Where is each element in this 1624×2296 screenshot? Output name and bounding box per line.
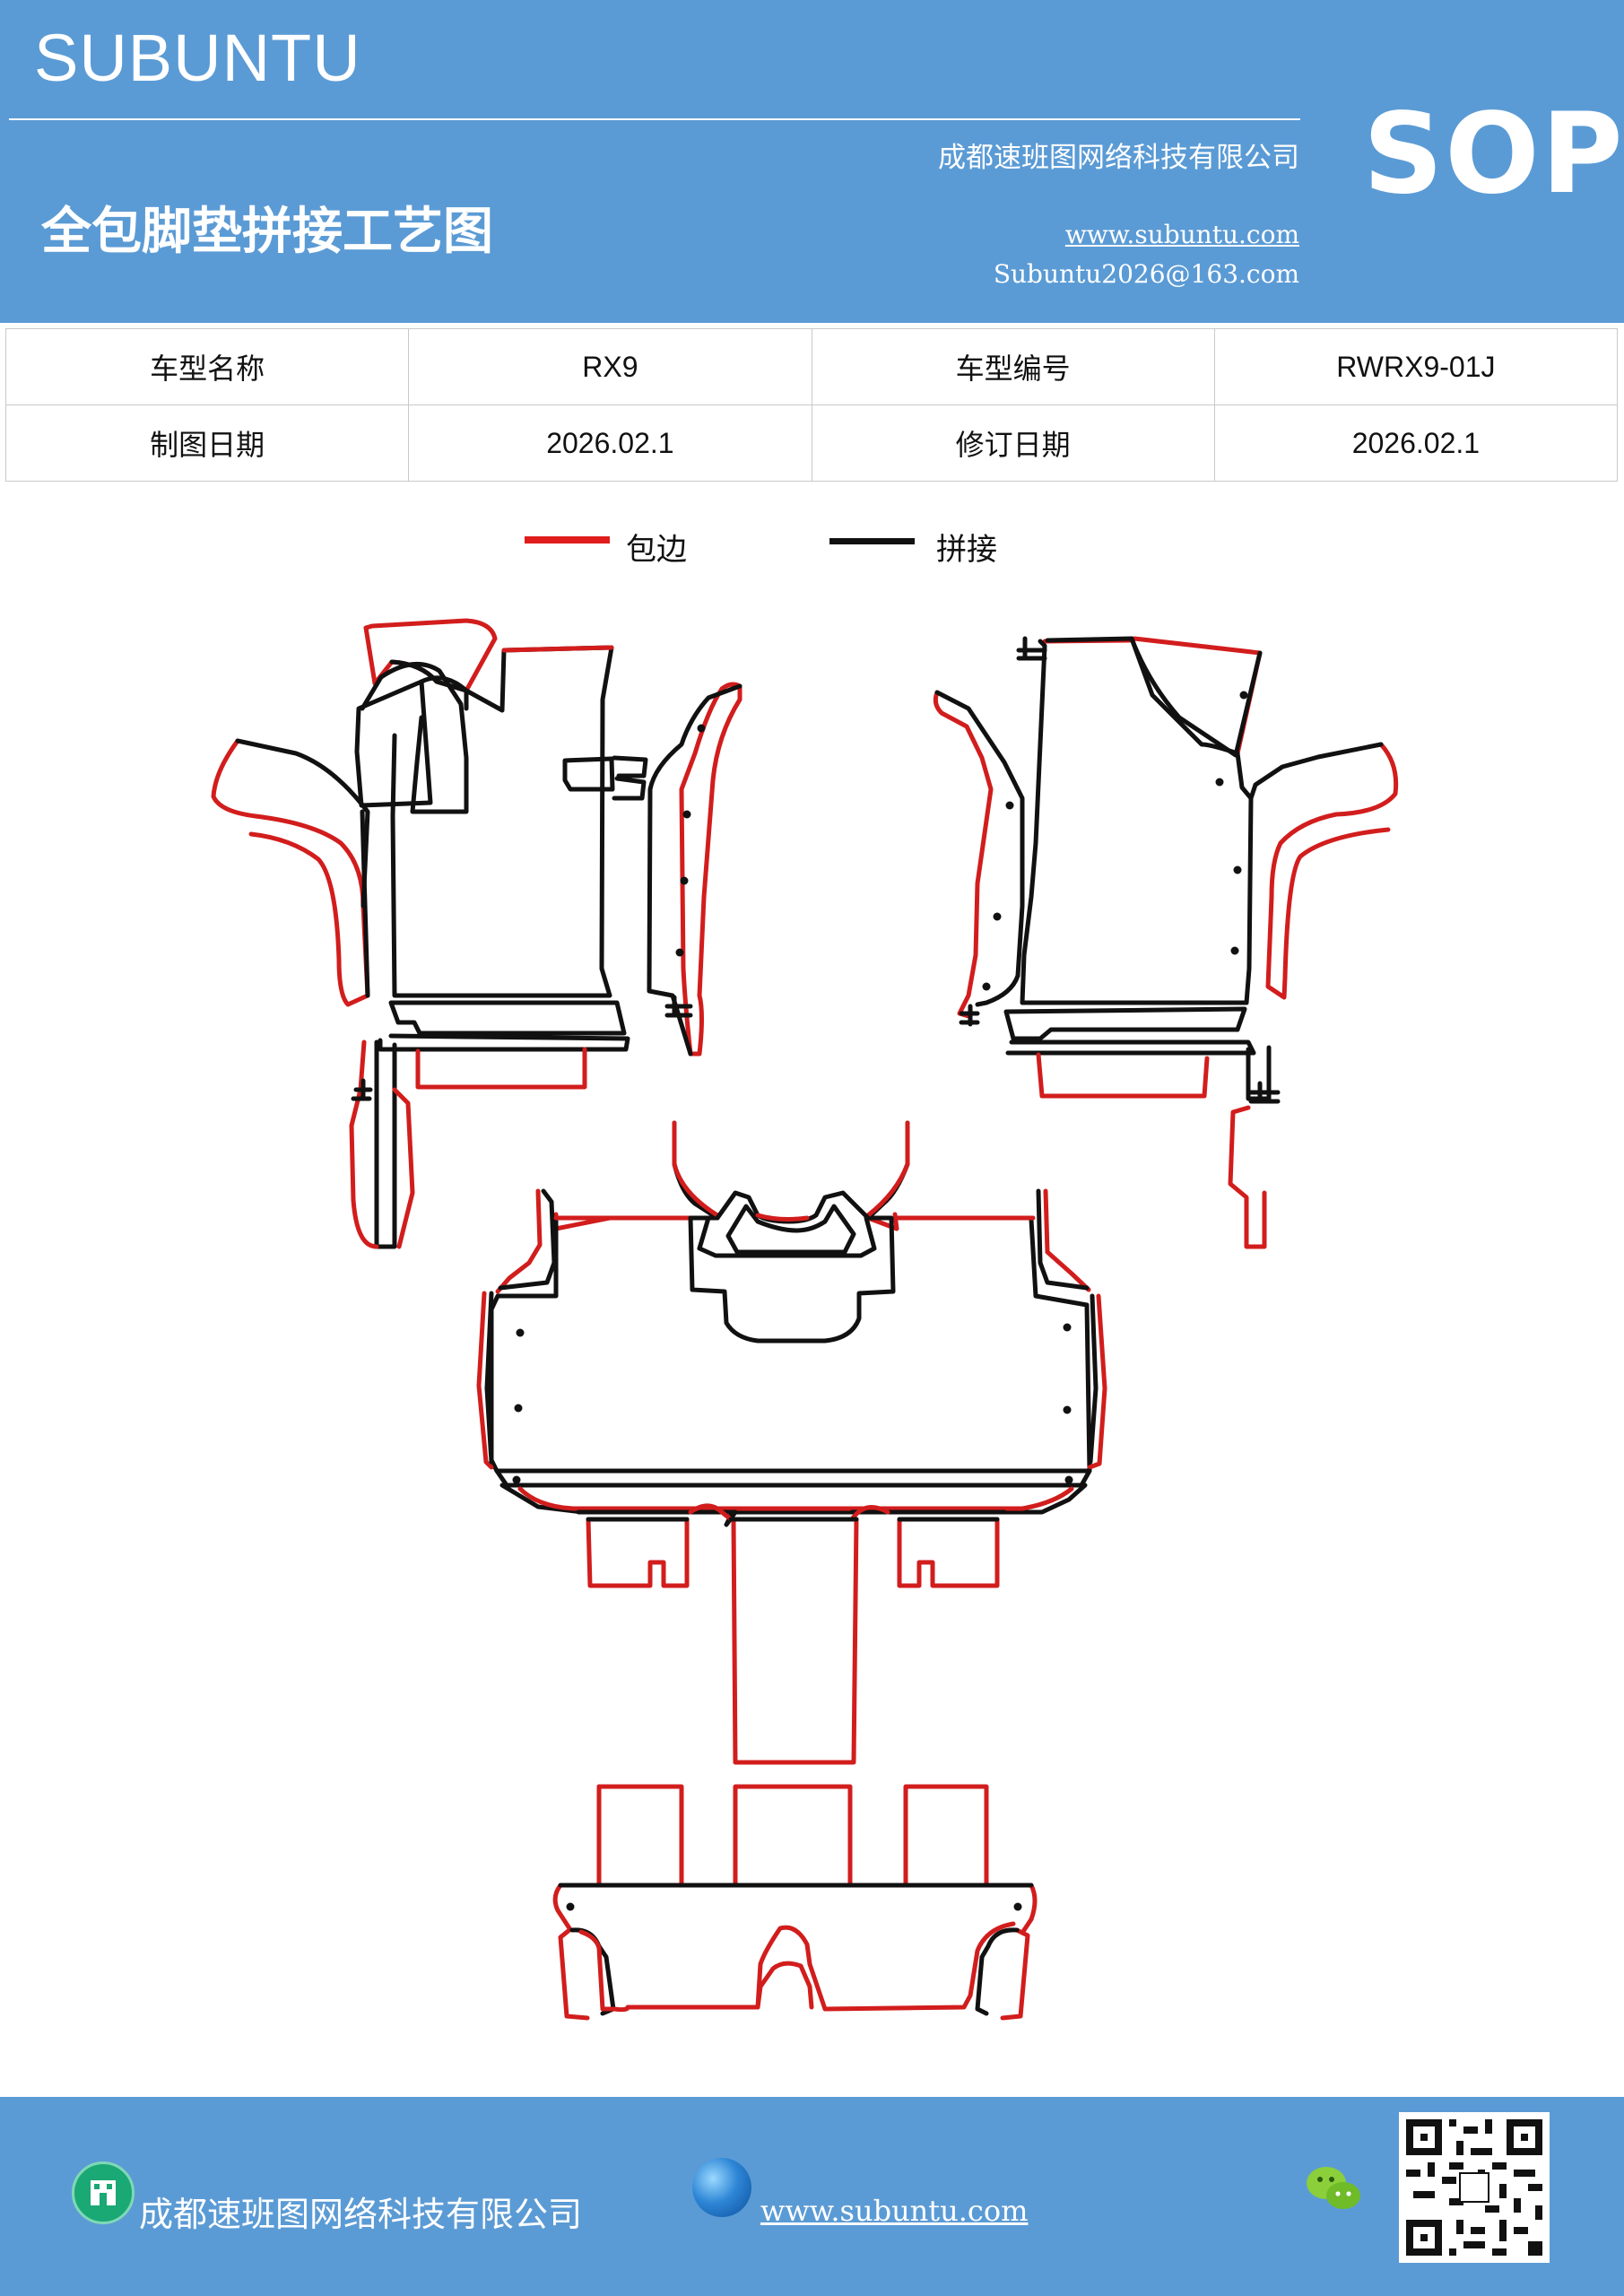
footer-website-link[interactable]: www.subuntu.com <box>760 2194 1029 2228</box>
header-divider <box>9 118 1300 120</box>
wechat-icon[interactable] <box>1302 2160 1365 2217</box>
legend-join-swatch <box>829 538 915 544</box>
model-name-value: RX9 <box>408 328 812 405</box>
email-address: Subuntu2026@163.com <box>993 259 1299 289</box>
table-row: 车型名称 RX9 车型编号 RWRX9-01J <box>4 328 1619 405</box>
brand-logo-text: SUBUNTU <box>34 21 361 95</box>
building-icon <box>72 2161 135 2224</box>
right-front-mat <box>1003 636 1399 1249</box>
draw-date-label: 制图日期 <box>4 404 410 482</box>
revise-date-value: 2026.02.1 <box>1213 404 1619 482</box>
draw-date-value: 2026.02.1 <box>408 404 812 482</box>
model-code-label: 车型编号 <box>811 328 1215 405</box>
legend-edge-swatch <box>525 536 610 544</box>
qr-code-image <box>1399 2112 1550 2263</box>
third-row-mat <box>552 1784 1038 2021</box>
revise-date-label: 修订日期 <box>811 404 1215 482</box>
company-name: 成都速班图网络科技有限公司 <box>938 142 1299 174</box>
model-code-value: RWRX9-01J <box>1213 328 1619 405</box>
info-table: 车型名称 RX9 车型编号 RWRX9-01J 制图日期 2026.02.1 修… <box>4 328 1619 482</box>
second-row-tabs <box>586 1503 1000 1765</box>
footer-company-name: 成都速班图网络科技有限公司 <box>139 2195 583 2234</box>
globe-icon <box>692 2158 751 2217</box>
header-banner <box>0 0 1624 323</box>
legend-join-label: 拼接 <box>936 532 997 568</box>
left-door-strip <box>647 682 743 1057</box>
legend-edge-label: 包边 <box>626 532 687 568</box>
sop-badge: SOP <box>1363 90 1624 219</box>
website-link[interactable]: www.subuntu.com <box>1064 220 1299 249</box>
second-row-mat <box>476 1120 1107 1527</box>
left-front-mat <box>211 618 648 1249</box>
table-row: 制图日期 2026.02.1 修订日期 2026.02.1 <box>4 404 1619 482</box>
model-name-label: 车型名称 <box>4 328 410 405</box>
page-title: 全包脚垫拼接工艺图 <box>41 202 493 261</box>
right-door-strip <box>933 690 1025 1027</box>
building-icon-svg <box>91 2180 116 2205</box>
